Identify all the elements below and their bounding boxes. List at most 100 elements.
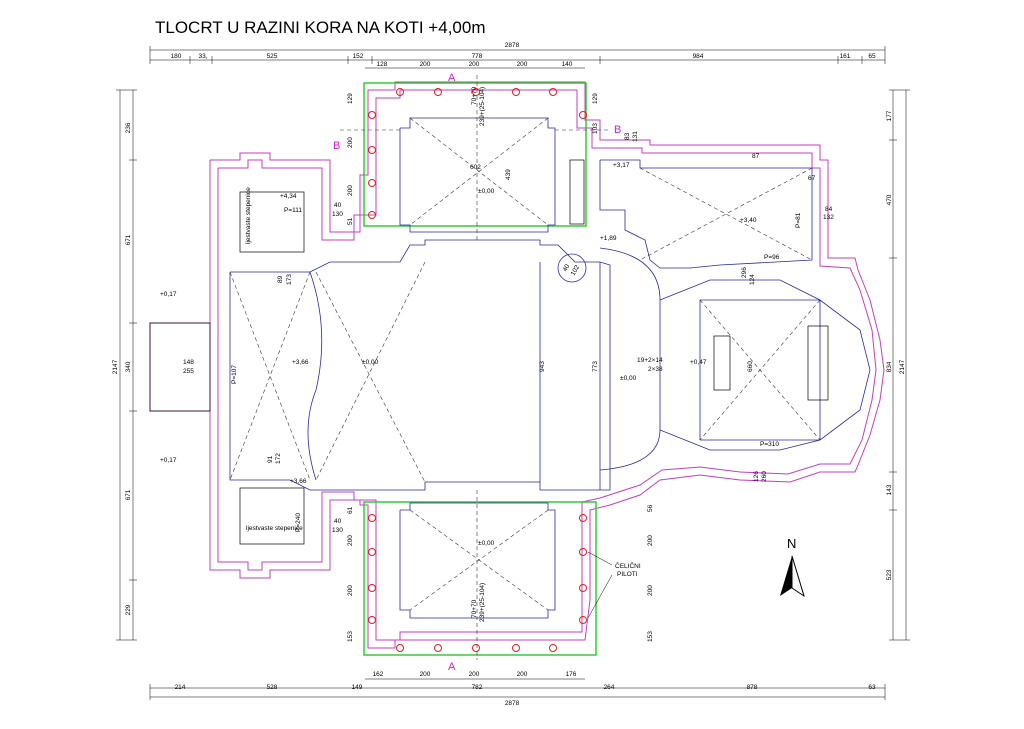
dim-right-2: 834 — [886, 361, 893, 372]
dim-left-2: 340 — [125, 361, 132, 372]
dim-right-3: 143 — [886, 484, 893, 495]
left-dimension-chain: 236 671 340 671 229 2147 — [112, 89, 137, 641]
bottom-portal-2: 239+(25-104) — [479, 583, 486, 622]
stair-bottom-label: ljestvaste stepenice — [246, 525, 303, 532]
p-right-room-label: P=81 — [795, 212, 802, 228]
dim-84: 84 — [825, 206, 833, 213]
dim-left-overall: 2147 — [112, 359, 119, 374]
right-dimension-chain: 177 470 834 143 523 2147 — [886, 89, 910, 641]
dim-40a: 40 — [334, 202, 342, 209]
top-portal-1: 70+70 — [471, 86, 478, 105]
dim-bottom-2: 149 — [352, 684, 363, 691]
dim-bottom-sub-1: 200 — [420, 671, 431, 678]
dim-40b: 40 — [334, 518, 342, 525]
level-crossing: ±0,00 — [620, 375, 637, 382]
vault-diagonals — [229, 75, 821, 660]
dim-left-4: 229 — [125, 604, 132, 615]
dim-top-0: 180 — [171, 53, 182, 60]
dim-right-4: 523 — [886, 569, 893, 580]
dim-top-sub-1: 200 — [420, 61, 431, 68]
dim-200c: 200 — [347, 535, 354, 546]
steel-piles — [368, 88, 587, 652]
plan-title: TLOCRT U RAZINI KORA NA KOTI +4,00m — [155, 18, 486, 37]
dim-top-7: 65 — [868, 53, 876, 60]
p-96-label: P=96 — [764, 254, 780, 261]
top-portal-2: 239+(25-104) — [479, 87, 486, 126]
dim-bottom-4: 264 — [604, 684, 615, 691]
pilots-label-2: PILOTI — [617, 571, 638, 578]
top-dimension-chain: 2878 180 33, 525 152 778 984 161 65 128 … — [149, 42, 886, 69]
dim-bottom-5: 878 — [747, 684, 758, 691]
dim-200b: 200 — [347, 185, 354, 196]
dim-top-overall: 2878 — [505, 42, 520, 49]
dim-top-4: 778 — [472, 53, 483, 60]
dim-56: 56 — [647, 504, 654, 512]
dim-bottom-sub-0: 162 — [373, 671, 384, 678]
sanctuary-width: 660 — [747, 361, 754, 372]
dim-91: 91 — [267, 455, 274, 463]
pilots-label-1: ČELIČNI — [615, 561, 641, 570]
dim-200a: 200 — [347, 137, 354, 148]
level-apse-bottom: ±0,00 — [478, 540, 495, 547]
stair-note: 19+2×14 — [637, 357, 663, 364]
apse-width: 602 — [470, 164, 481, 171]
section-a-bottom: A — [448, 661, 456, 673]
dim-top-sub-3: 200 — [517, 61, 528, 68]
dim-260: 260 — [761, 471, 768, 482]
top-pile-frame — [363, 82, 587, 227]
dim-130a: 130 — [332, 211, 343, 218]
dim-255: 255 — [183, 368, 194, 375]
level-markers: ±0,00 ±0,00 ±0,00 ±0,00 +3,66 +4,34 +3,6… — [160, 162, 757, 547]
section-b-left: B — [333, 140, 340, 152]
dim-148: 148 — [183, 359, 194, 366]
dim-103: 103 — [592, 123, 599, 134]
dim-200f: 200 — [647, 585, 654, 596]
bottom-dimension-chain: 214 528 149 782 264 878 63 2878 162 200 … — [149, 671, 886, 707]
bottom-pile-frame — [363, 501, 597, 656]
dim-top-1: 33, — [198, 53, 207, 60]
level-apse-top: ±0,00 — [478, 188, 495, 195]
level-left-bottom-stair: +3,66 — [290, 478, 307, 485]
dim-89: 89 — [277, 275, 284, 283]
dim-bottom-1: 528 — [267, 684, 278, 691]
dim-top-sub-4: 140 — [562, 61, 573, 68]
stair-note-2: 2×38 — [648, 366, 663, 373]
dim-153a: 153 — [347, 631, 354, 642]
stair-top-label: ljestvaste stepenice — [245, 187, 252, 244]
level-right-landing: +1,89 — [600, 235, 617, 242]
dim-124: 124 — [749, 274, 756, 285]
dim-200d: 200 — [347, 585, 354, 596]
room-labels: ljestvaste stepenice ljestvaste stepenic… — [231, 187, 802, 532]
dim-right-1: 470 — [886, 194, 893, 205]
dim-153b: 153 — [647, 631, 654, 642]
p-310-label: P=310 — [760, 441, 779, 448]
outer-walls — [149, 81, 885, 649]
dim-left-1: 671 — [125, 234, 132, 245]
dim-129a: 129 — [347, 93, 354, 104]
bottom-portal-1: 70+70 — [471, 599, 478, 618]
dim-top-sub-2: 200 — [469, 61, 480, 68]
level-left-top-stair: +4,34 — [280, 193, 297, 200]
p-left-label: P=107 — [231, 365, 238, 384]
level-outside-top: +0,17 — [160, 291, 177, 298]
level-left-choir: +3,66 — [292, 359, 309, 366]
dim-left-0: 236 — [125, 122, 132, 133]
dim-top-sub-0: 128 — [377, 61, 388, 68]
dim-bottom-6: 63 — [868, 684, 876, 691]
level-outside-bottom: +0,17 — [160, 457, 177, 464]
section-b-right: B — [614, 124, 621, 136]
level-right-stair-top: +3,17 — [613, 162, 630, 169]
p-240-label: P=240 — [295, 513, 302, 532]
dim-172: 172 — [275, 453, 282, 464]
dim-spiral-1: 40 — [562, 263, 572, 273]
dim-126: 126 — [753, 471, 760, 482]
level-sanctuary: +0,47 — [690, 359, 707, 366]
level-nave: ±0,00 — [362, 359, 379, 366]
level-right-room: +3,40 — [740, 217, 757, 224]
dim-top-6: 161 — [840, 53, 851, 60]
crossing-width: 773 — [592, 361, 599, 372]
dim-bottom-0: 214 — [175, 684, 186, 691]
dim-130b: 130 — [332, 527, 343, 534]
